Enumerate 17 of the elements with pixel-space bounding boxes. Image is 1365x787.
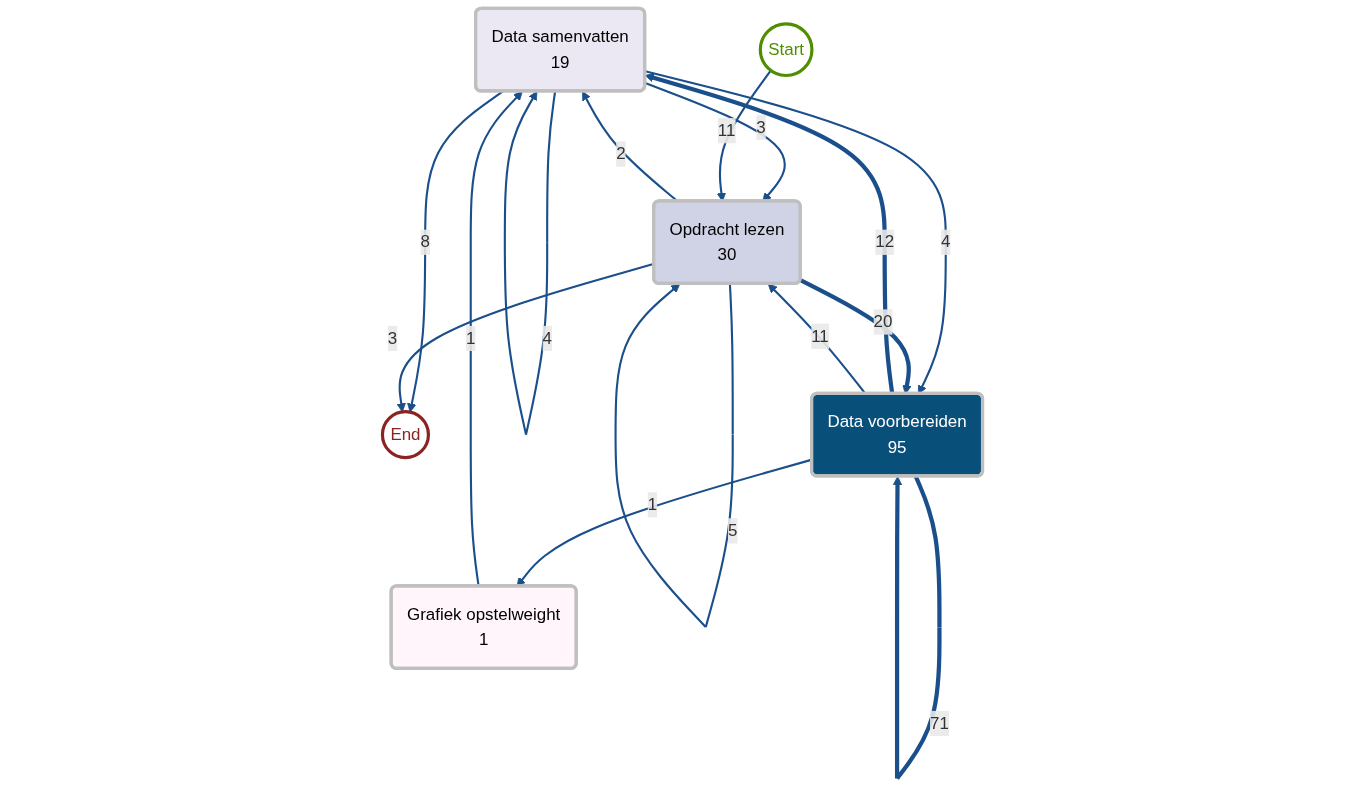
edge-label: 5 bbox=[728, 521, 738, 540]
edge-label: 20 bbox=[873, 312, 893, 331]
edge-label: 2 bbox=[616, 144, 626, 163]
edge-label: 11 bbox=[717, 121, 736, 140]
edge-label: 1 bbox=[466, 328, 476, 347]
edge-label: 3 bbox=[387, 328, 398, 347]
arrow bbox=[407, 90, 504, 413]
node-circle: Start bbox=[758, 22, 814, 78]
node-circle: End bbox=[380, 410, 430, 460]
edge-label: 1 bbox=[647, 495, 658, 514]
edge-label: 8 bbox=[420, 232, 430, 251]
edge-label: 4 bbox=[542, 328, 552, 347]
edge-label: 4 bbox=[941, 232, 951, 251]
edge-label: 3 bbox=[756, 117, 766, 136]
edge-label: 12 bbox=[875, 232, 895, 251]
edge-label: 11 bbox=[811, 326, 829, 345]
edge-label: 71 bbox=[930, 713, 949, 732]
